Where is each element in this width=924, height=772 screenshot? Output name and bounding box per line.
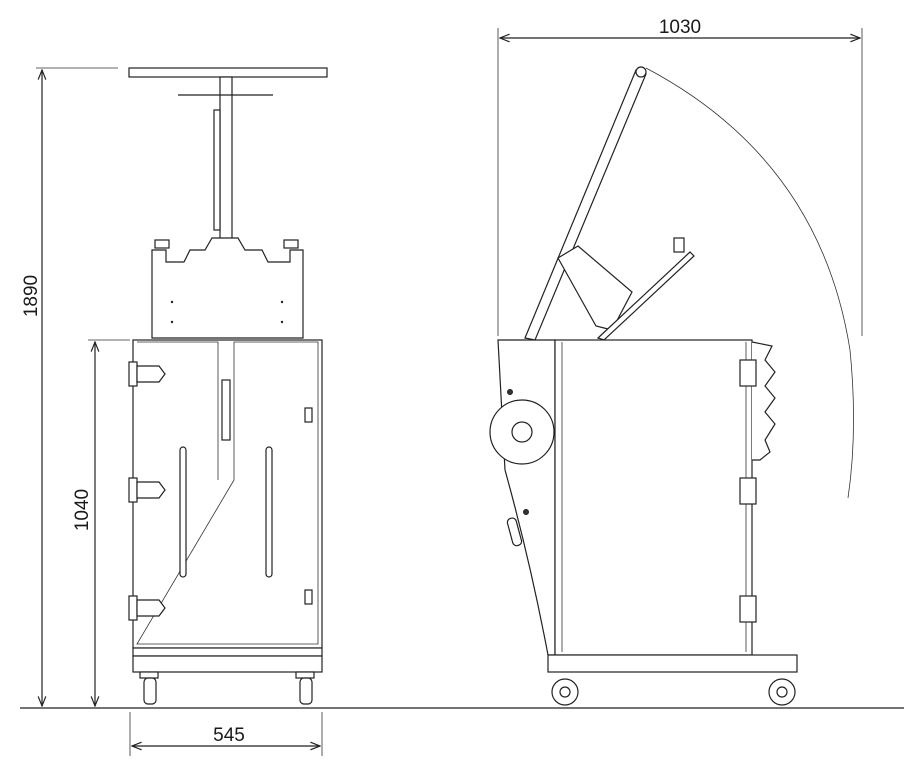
dimension-1040: 1040: [72, 339, 130, 706]
dimension-545: 545: [129, 712, 323, 756]
dimension-label-width: 545: [213, 725, 245, 746]
front-view: [128, 67, 328, 705]
caster-wheel-icon: [551, 678, 796, 706]
dimension-label-total-height: 1890: [21, 275, 42, 317]
dimension-label-cabinet-height: 1040: [72, 489, 93, 531]
dimension-1890: 1890: [21, 67, 118, 706]
dimension-1030: 1030: [497, 17, 863, 336]
caster-wheel-icon: [139, 671, 315, 705]
cable-reel-icon: [489, 399, 555, 465]
dimension-label-open-depth: 1030: [659, 17, 701, 38]
side-view: [489, 66, 854, 706]
hinge-icon: [128, 361, 166, 621]
